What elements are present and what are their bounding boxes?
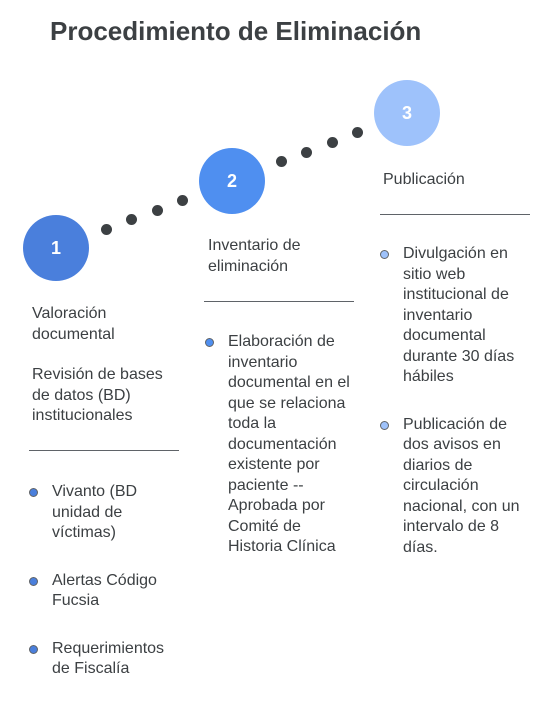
list-item: Vivanto (BD unidad de víctimas) (29, 482, 184, 544)
list-item: Elaboración de inventario documental en … (205, 332, 353, 558)
step-1-circle: 1 (23, 215, 89, 281)
list-item: Publicación de dos avisos en diarios de … (380, 415, 530, 559)
step-3-divider (380, 214, 530, 215)
step-1-heading: Valoración documental (32, 305, 115, 343)
connector-dot (327, 137, 338, 148)
connector-dot (101, 224, 112, 235)
step-3-circle: 3 (374, 80, 440, 146)
step-1-text: Valoración documental Revisión de bases … (32, 304, 182, 427)
step-3-number: 3 (401, 102, 412, 123)
bullet-icon (380, 250, 389, 259)
step-1-divider (29, 450, 179, 451)
list-item: Divulgación en sitio web institucional d… (380, 244, 530, 388)
step-2-circle: 2 (199, 148, 265, 214)
step-2-divider (204, 301, 354, 302)
list-item: Requerimientos de Fiscalía (29, 639, 184, 680)
bullet-icon (29, 644, 38, 654)
connector-dot (352, 127, 363, 138)
bullet-icon (29, 576, 38, 586)
connector-dot (152, 205, 163, 216)
step-2-heading: Inventario de eliminación (208, 237, 301, 275)
step-2-text: Inventario de eliminación (208, 236, 338, 277)
page-title: Procedimiento de Eliminación (50, 16, 422, 46)
step-3-text: Publicación (383, 170, 523, 191)
step-2-number: 2 (226, 170, 237, 191)
step-2-bullet-list: Elaboración de inventario documental en … (205, 332, 353, 558)
step-1-description: Revisión de bases de datos (BD) instituc… (32, 366, 163, 424)
connector-dot (301, 147, 312, 158)
step-1-number: 1 (50, 237, 61, 258)
step-3-bullet-list: Divulgación en sitio web institucional d… (380, 244, 530, 558)
bullet-icon (29, 488, 38, 497)
step-1-bullet-list: Vivanto (BD unidad de víctimas) Alertas … (29, 482, 184, 680)
connector-dot (177, 195, 188, 206)
bullet-icon (205, 338, 214, 347)
connector-dot (276, 156, 287, 167)
step-3-heading: Publicación (383, 171, 465, 188)
connector-dot (126, 214, 137, 225)
bullet-icon (380, 420, 389, 430)
list-item: Alertas Código Fucsia (29, 571, 184, 612)
